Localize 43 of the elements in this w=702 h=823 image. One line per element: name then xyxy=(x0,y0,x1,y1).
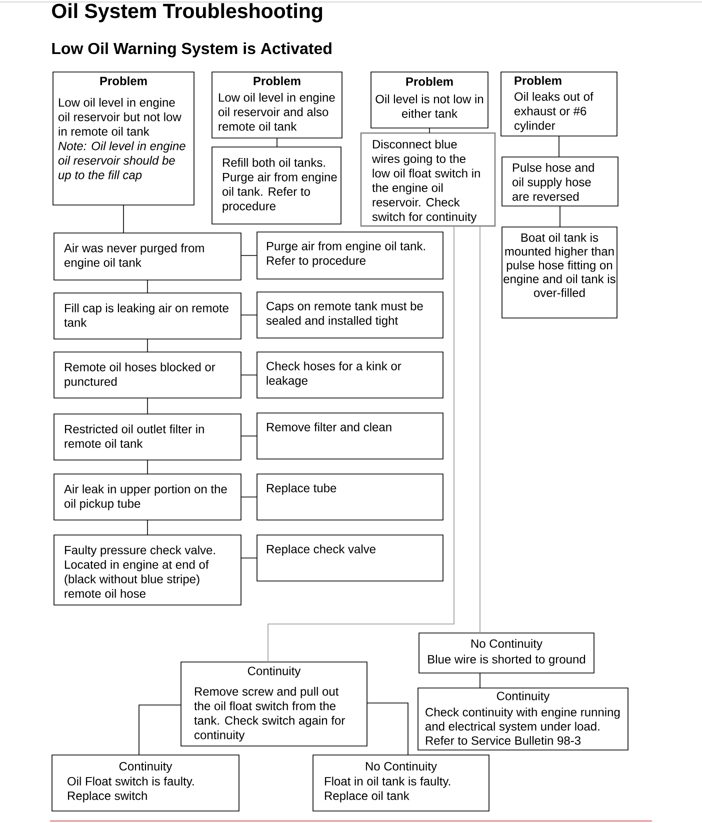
connector xyxy=(147,398,148,414)
result-box: Continuity Remove screw and pull out the oil float switch from the tank. Check switch again for continuity xyxy=(180,662,368,746)
connector xyxy=(558,136,560,158)
cause-box: Boat oil tank is mounted higher than pulse hose fitting on engine and oil tank is over-filled xyxy=(502,226,618,318)
connector xyxy=(147,338,148,352)
cause-box: Fill cap is leaking air on remote tank xyxy=(54,292,242,340)
connector xyxy=(240,496,258,498)
result-box: Continuity Check continuity with engine running and electrical system under load. Refer to Service Bulletin 98-3 xyxy=(418,688,628,750)
connector xyxy=(138,704,182,756)
connector xyxy=(268,226,454,662)
cause-box: Pulse hose and oil supply hose are reversed xyxy=(502,156,618,206)
result-box: Continuity Oil Float switch is faulty. Replace switch xyxy=(52,754,240,812)
connector xyxy=(240,255,258,256)
action-box: Check hoses for a kink or leakage xyxy=(256,352,444,398)
cause-box: Faulty pressure check valve. Located in engine at end of (black without blue stripe) remote oil hose xyxy=(54,534,242,606)
connector xyxy=(123,204,124,234)
action-box: Replace tube xyxy=(256,474,444,520)
title: Oil System Troubleshooting xyxy=(52,3,322,22)
result-box: No Continuity Float in oil tank is faulty. Replace oil tank xyxy=(312,754,490,812)
result-box: No Continuity Blue wire is shorted to ground xyxy=(418,632,594,674)
subtitle: Low Oil Warning System is Activated xyxy=(52,42,332,58)
connector xyxy=(147,520,148,536)
connector xyxy=(147,280,148,294)
problem-box: Problem Oil leaks out of exhaust or #6 cylinder xyxy=(500,72,618,136)
cause-box: Air leak in upper portion on the oil pickup tube xyxy=(54,474,242,520)
cause-box: Restricted oil outlet filter in remote oil tank xyxy=(54,414,242,460)
connector xyxy=(147,460,148,474)
connector xyxy=(276,138,278,148)
connector xyxy=(366,702,408,756)
connector xyxy=(240,314,258,316)
action-box: Disconnect blue wires going to the low oil float switch in the engine oil reservoir. Check switch for continuity xyxy=(360,132,496,227)
problem-box: Problem Low oil level in engine oil reservoir but not low in remote oil tank Note: Oil level in engine oil reservoir should be up to the fill cap xyxy=(52,72,194,206)
problem-box: Problem Oil level is not low in either tank xyxy=(370,72,488,128)
action-box: Purge air from engine oil tank. Refer to procedure xyxy=(256,232,444,280)
cause-box: Air was never purged from engine oil tank xyxy=(54,232,242,280)
cause-box: Remote oil hoses blocked or punctured xyxy=(54,352,242,398)
action-box: Replace check valve xyxy=(256,534,444,582)
connector xyxy=(429,128,430,134)
action-box: Refill both oil tanks. Purge air from engine oil tank. Refer to procedure xyxy=(212,146,342,224)
action-box: Remove filter and clean xyxy=(256,412,444,460)
connector xyxy=(240,374,258,376)
action-box: Caps on remote tank must be sealed and installed tight xyxy=(256,292,444,338)
problem-box: Problem Low oil level in engine oil reservoir and also remote oil tank xyxy=(212,72,342,138)
